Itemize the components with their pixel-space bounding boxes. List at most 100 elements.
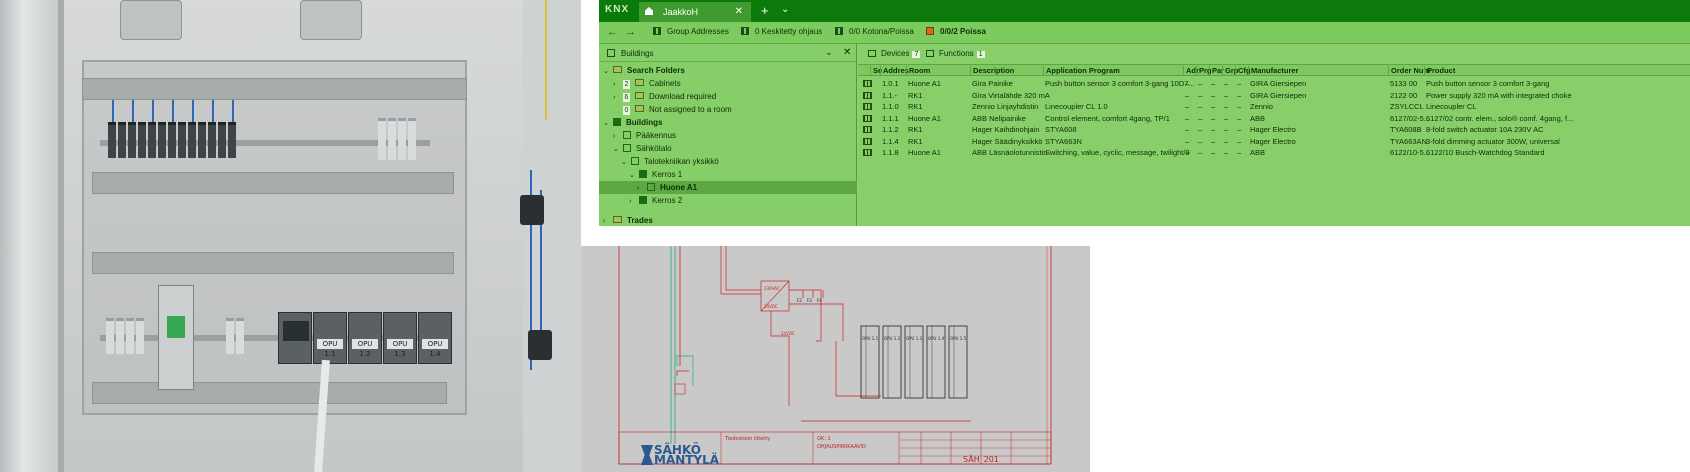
- column-header[interactable]: Cfg: [1235, 66, 1251, 76]
- psu-label-dc: 24VDC: [764, 304, 778, 309]
- device-icon: [863, 149, 872, 156]
- terminal-block: [188, 122, 196, 158]
- close-icon[interactable]: ✕: [734, 6, 743, 17]
- tree-item[interactable]: ›Kerros 2: [629, 194, 857, 207]
- table-cell: –: [1224, 136, 1229, 146]
- panel-close-icon[interactable]: ✕: [843, 47, 852, 58]
- breadcrumb-item[interactable]: Group Addresses: [653, 27, 729, 36]
- column-header[interactable]: Application Program: [1043, 66, 1183, 76]
- column-header[interactable]: Addres: [880, 66, 909, 76]
- breadcrumb-item[interactable]: 0/0/2 Poissa: [926, 27, 986, 36]
- tree-item-selected[interactable]: › Huone A1: [599, 181, 857, 194]
- terminal-block: [168, 122, 176, 158]
- collapse-chevron-icon[interactable]: ⌄: [629, 172, 635, 179]
- table-cell: 6127/02 contr. elem., solo® comf. 4gang,…: [1426, 113, 1574, 123]
- tree-item[interactable]: ⌄Talotekniikan yksikkö: [621, 155, 857, 168]
- table-cell: TYA608B: [1390, 125, 1422, 134]
- forward-arrow-icon[interactable]: →: [625, 26, 636, 38]
- project-tab[interactable]: JaakkoH ✕: [639, 2, 751, 22]
- collapse-chevron-icon[interactable]: ⌄: [603, 120, 609, 127]
- tree-item[interactable]: ⌄Search Folders: [603, 64, 857, 77]
- building-icon: [623, 131, 631, 139]
- collapse-chevron-icon[interactable]: ⌄: [621, 159, 627, 166]
- wire: [192, 100, 194, 122]
- din-rail: [100, 140, 430, 146]
- tab-menu-chevron-icon[interactable]: ⌄: [781, 4, 790, 15]
- table-cell: 1.1.4: [882, 136, 899, 146]
- count-badge: 0: [623, 106, 630, 115]
- tree-item[interactable]: ›Trades: [603, 214, 857, 227]
- column-header[interactable]: Prg: [1196, 66, 1212, 76]
- io-module: OPU 1.1: [313, 312, 347, 364]
- new-tab-button[interactable]: +: [761, 3, 769, 18]
- column-header[interactable]: Se: [870, 66, 882, 76]
- table-cell: Huone A1: [908, 148, 941, 157]
- column-header[interactable]: Product: [1424, 66, 1560, 76]
- table-cell: –: [1237, 136, 1242, 146]
- table-cell: –: [1185, 148, 1190, 157]
- column-header[interactable]: Par: [1209, 66, 1224, 76]
- tree-item[interactable]: ⌄Kerros 1: [629, 168, 857, 181]
- column-header[interactable]: Grp: [1222, 66, 1238, 76]
- column-header[interactable]: Manufacturer: [1248, 66, 1388, 76]
- device-icon-cell: [861, 136, 872, 147]
- fuse-label: F3: [807, 298, 812, 303]
- terminal-block: [226, 318, 234, 354]
- io-module: OPU 1.3: [383, 312, 417, 364]
- collapse-chevron-icon[interactable]: ⌄: [613, 146, 619, 153]
- table-cell: GIRA Giersiepen: [1250, 90, 1307, 100]
- table-cell: Hager Electro: [1250, 125, 1296, 134]
- wire: [112, 100, 114, 122]
- column-header[interactable]: Description: [970, 66, 1043, 76]
- table-cell: Hager Säädinyksikkö: [972, 136, 1043, 146]
- column-header[interactable]: Order Num: [1388, 66, 1430, 76]
- table-cell: 1.1.2: [882, 125, 899, 134]
- expand-chevron-icon[interactable]: ›: [613, 133, 616, 140]
- cable-duct: [92, 172, 454, 194]
- tree-item[interactable]: ⌄Sähkötalo: [613, 142, 857, 155]
- table-cell: –: [1211, 148, 1216, 157]
- tree-item-label: Huone A1: [660, 183, 698, 192]
- terminal-block: [106, 318, 114, 354]
- expand-chevron-icon[interactable]: ›: [637, 185, 640, 192]
- tree-item[interactable]: ⌄Buildings: [603, 116, 857, 129]
- fan-grille: [300, 0, 362, 40]
- column-header[interactable]: Adr: [1183, 66, 1199, 76]
- table-cell: Zennio Linjayhdistin: [972, 102, 1039, 111]
- schematic-drawing: [618, 246, 1052, 465]
- count-badge: 2: [623, 80, 630, 89]
- cable-duct: [82, 78, 467, 100]
- terminal-block: [198, 122, 206, 158]
- collapse-chevron-icon[interactable]: ⌄: [603, 68, 609, 75]
- panel-dropdown-chevron-icon[interactable]: ⌄: [825, 47, 833, 57]
- column-header[interactable]: Room: [906, 66, 970, 76]
- table-cell: GIRA Giersiepen: [1250, 79, 1307, 88]
- table-cell: –: [1185, 90, 1190, 100]
- functions-icon: [926, 50, 934, 57]
- expand-chevron-icon[interactable]: ›: [613, 81, 616, 88]
- expand-chevron-icon[interactable]: ›: [629, 198, 632, 205]
- table-cell: ABB: [1250, 113, 1266, 123]
- table-cell: –: [1211, 102, 1216, 111]
- breadcrumb-item[interactable]: 0 Keskitetty ohjaus: [741, 27, 822, 36]
- tab-label: Devices: [881, 49, 910, 58]
- expand-chevron-icon[interactable]: ›: [603, 218, 606, 225]
- back-arrow-icon[interactable]: ←: [607, 26, 618, 38]
- tree-item[interactable]: ›Pääkennus: [613, 129, 857, 142]
- breadcrumb-item[interactable]: 0/0 Kotona/Poissa: [835, 27, 914, 36]
- expand-chevron-icon[interactable]: ›: [613, 94, 616, 101]
